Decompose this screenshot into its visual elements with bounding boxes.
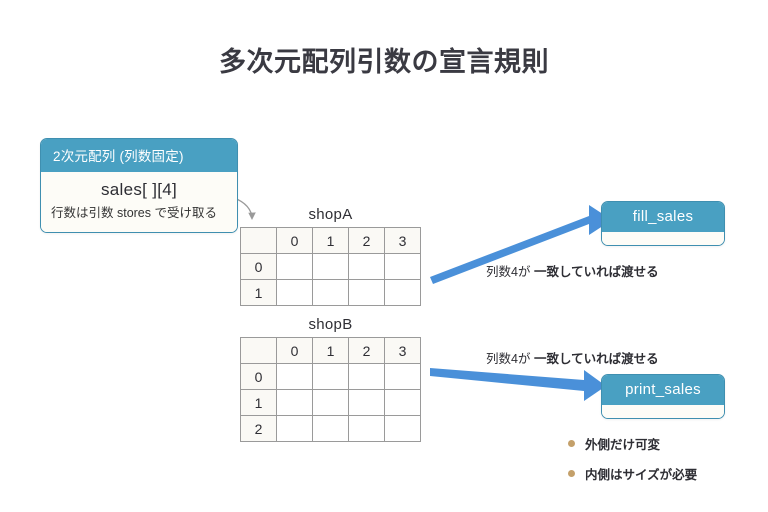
row-header-cell: 2 (240, 415, 277, 442)
grid-cell (384, 363, 421, 390)
page-title: 多次元配列引数の宣言規則 (219, 47, 549, 77)
array-grid-shopa: 0 1 2 3 0 1 (240, 227, 421, 306)
grid-cell (312, 363, 349, 390)
array-label-shopb: shopB (308, 316, 353, 333)
function-name-fill-sales: fill_sales (602, 202, 724, 232)
table-row: 2 (240, 415, 421, 442)
row-header-cell: 1 (240, 389, 277, 416)
arrow-label-emphasis: 一致していれば渡せる (533, 352, 659, 366)
declaration-note: 行数は引数 stores で受け取る (51, 206, 217, 220)
row-header-cell: 1 (240, 279, 277, 306)
notes-list: 外側だけ可変 内側はサイズが必要 (568, 434, 697, 494)
arrow-shopb-to-print-sales (430, 368, 606, 401)
declaration-card-header: 2次元配列 (列数固定) (41, 139, 237, 172)
grid-corner-cell (240, 337, 277, 364)
declaration-card: 2次元配列 (列数固定) sales[ ][4] 行数は引数 stores で受… (40, 138, 238, 233)
table-header-row: 0 1 2 3 (240, 227, 421, 254)
array-block-shopa: shopA 0 1 2 3 0 1 (240, 206, 421, 306)
array-block-shopb: shopB 0 1 2 3 0 1 (240, 316, 421, 442)
column-header-cell: 2 (348, 227, 385, 254)
array-grid-shopb: 0 1 2 3 0 1 2 (240, 337, 421, 442)
table-header-row: 0 1 2 3 (240, 337, 421, 364)
bullet-dot-icon (568, 470, 575, 477)
grid-cell (348, 389, 385, 416)
bullet-dot-icon (568, 440, 575, 447)
table-row: 1 (240, 279, 421, 306)
column-header-cell: 2 (348, 337, 385, 364)
column-header-cell: 0 (276, 337, 313, 364)
arrow-label-top: 列数4が 一致していれば渡せる (486, 261, 659, 280)
arrow-label-emphasis: 一致していれば渡せる (533, 265, 659, 279)
column-header-cell: 3 (384, 337, 421, 364)
column-header-cell: 1 (312, 227, 349, 254)
grid-cell (348, 415, 385, 442)
grid-cell (384, 253, 421, 280)
column-header-cell: 1 (312, 337, 349, 364)
note-text: 外側だけ可変 (585, 438, 661, 452)
grid-cell (312, 279, 349, 306)
grid-cell (312, 389, 349, 416)
list-item: 外側だけ可変 (568, 434, 697, 453)
grid-cell (276, 415, 313, 442)
table-row: 0 (240, 363, 421, 390)
grid-cell (348, 279, 385, 306)
declaration-card-body: sales[ ][4] 行数は引数 stores で受け取る (41, 172, 237, 232)
grid-cell (384, 415, 421, 442)
column-header-cell: 0 (276, 227, 313, 254)
grid-cell (276, 279, 313, 306)
grid-corner-cell (240, 227, 277, 254)
list-item: 内側はサイズが必要 (568, 464, 697, 483)
grid-cell (384, 389, 421, 416)
function-name-print-sales: print_sales (602, 375, 724, 405)
column-header-cell: 3 (384, 227, 421, 254)
grid-cell (348, 253, 385, 280)
grid-cell (276, 253, 313, 280)
grid-cell (348, 363, 385, 390)
grid-cell (312, 253, 349, 280)
function-box-print-sales: print_sales (601, 374, 725, 419)
table-row: 0 (240, 253, 421, 280)
arrow-label-prefix: 列数4が (486, 352, 534, 366)
declaration-signature: sales[ ][4] (100, 180, 178, 199)
row-header-cell: 0 (240, 253, 277, 280)
array-label-shopa: shopA (308, 206, 353, 223)
grid-cell (276, 363, 313, 390)
function-box-body (602, 232, 724, 245)
note-text: 内側はサイズが必要 (585, 468, 698, 482)
grid-cell (312, 415, 349, 442)
function-box-body (602, 405, 724, 418)
arrow-label-bottom: 列数4が 一致していれば渡せる (486, 348, 659, 367)
arrow-label-prefix: 列数4が (486, 265, 534, 279)
grid-cell (384, 279, 421, 306)
row-header-cell: 0 (240, 363, 277, 390)
table-row: 1 (240, 389, 421, 416)
grid-cell (276, 389, 313, 416)
function-box-fill-sales: fill_sales (601, 201, 725, 246)
